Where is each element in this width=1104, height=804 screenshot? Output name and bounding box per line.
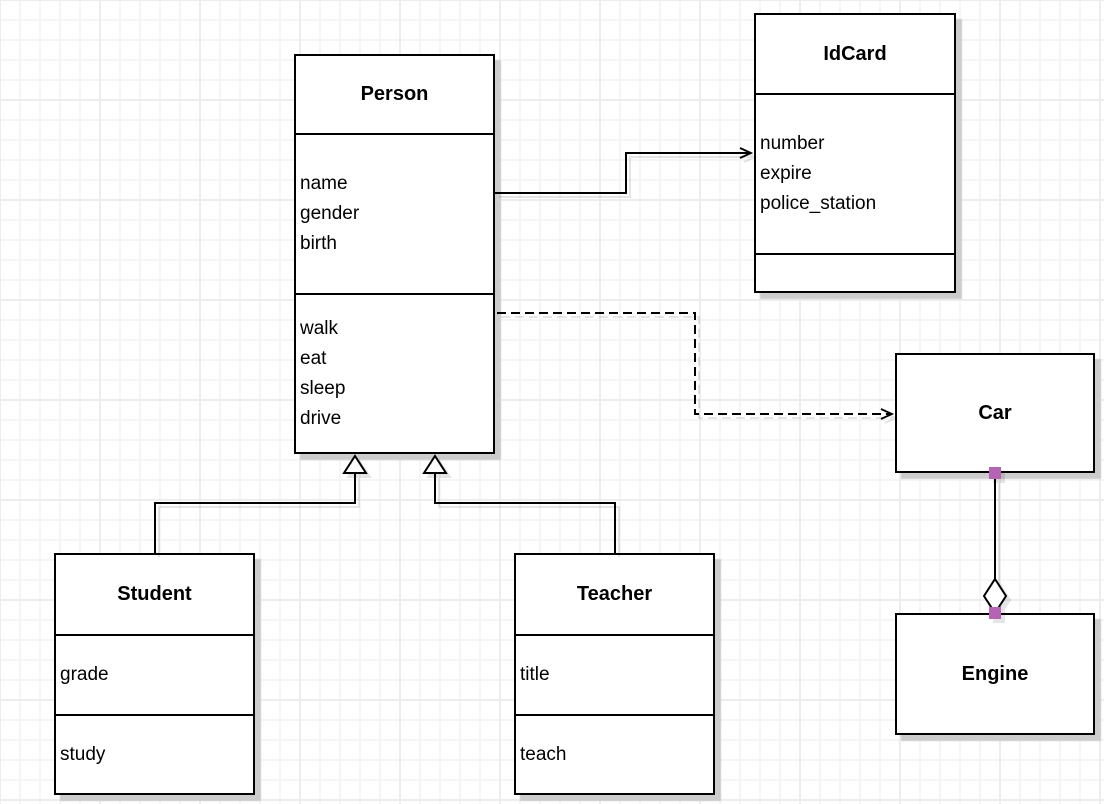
attribute-row: title <box>520 664 550 685</box>
attribute-row: grade <box>60 664 109 685</box>
class-title: Person <box>360 83 429 105</box>
attributes-section: grade <box>56 634 253 714</box>
attribute-row: gender <box>300 203 360 224</box>
attribute-row: birth <box>300 233 337 254</box>
endpoint-marker-icon[interactable] <box>989 607 1001 619</box>
method-row: drive <box>300 407 342 429</box>
methods-section <box>756 253 954 291</box>
generalization-student-person[interactable] <box>154 454 368 553</box>
methods-section: study <box>56 714 253 793</box>
generalization-teacher-person[interactable] <box>422 454 616 553</box>
class-title: Engine <box>961 662 1029 685</box>
class-teacher[interactable]: Teacher title teach <box>514 553 715 795</box>
class-idcard[interactable]: IdCard number expire police_station <box>754 13 956 293</box>
attributes-section: name gender birth <box>296 133 493 293</box>
class-title: Teacher <box>576 583 653 605</box>
attribute-row: police_station <box>760 193 877 214</box>
class-title: Car <box>978 401 1012 424</box>
attribute-row: expire <box>760 163 812 184</box>
method-row: sleep <box>300 377 346 399</box>
method-row: walk <box>300 317 339 339</box>
class-engine[interactable]: Engine <box>895 613 1095 735</box>
method-row: eat <box>300 347 327 369</box>
method-row: teach <box>520 743 567 765</box>
class-student[interactable]: Student grade study <box>54 553 255 795</box>
attribute-row: name <box>300 173 348 194</box>
inheritance-triangle-icon <box>342 454 368 474</box>
attribute-row: number <box>760 133 825 154</box>
aggregation-car-engine[interactable] <box>982 467 1008 619</box>
association-person-idcard[interactable] <box>495 147 754 194</box>
methods-section: teach <box>516 714 713 793</box>
class-person[interactable]: Person name gender birth walk eat sleep … <box>294 54 495 454</box>
method-row: study <box>60 743 106 765</box>
attributes-section: number expire police_station <box>756 93 954 253</box>
dependency-person-car[interactable] <box>497 312 895 420</box>
class-car[interactable]: Car <box>895 353 1095 473</box>
attributes-section: title <box>516 634 713 714</box>
inheritance-triangle-icon <box>422 454 448 474</box>
methods-section: walk eat sleep drive <box>296 293 493 452</box>
class-title: IdCard <box>823 42 887 65</box>
class-title: Student <box>117 583 192 605</box>
endpoint-marker-icon[interactable] <box>989 467 1001 479</box>
